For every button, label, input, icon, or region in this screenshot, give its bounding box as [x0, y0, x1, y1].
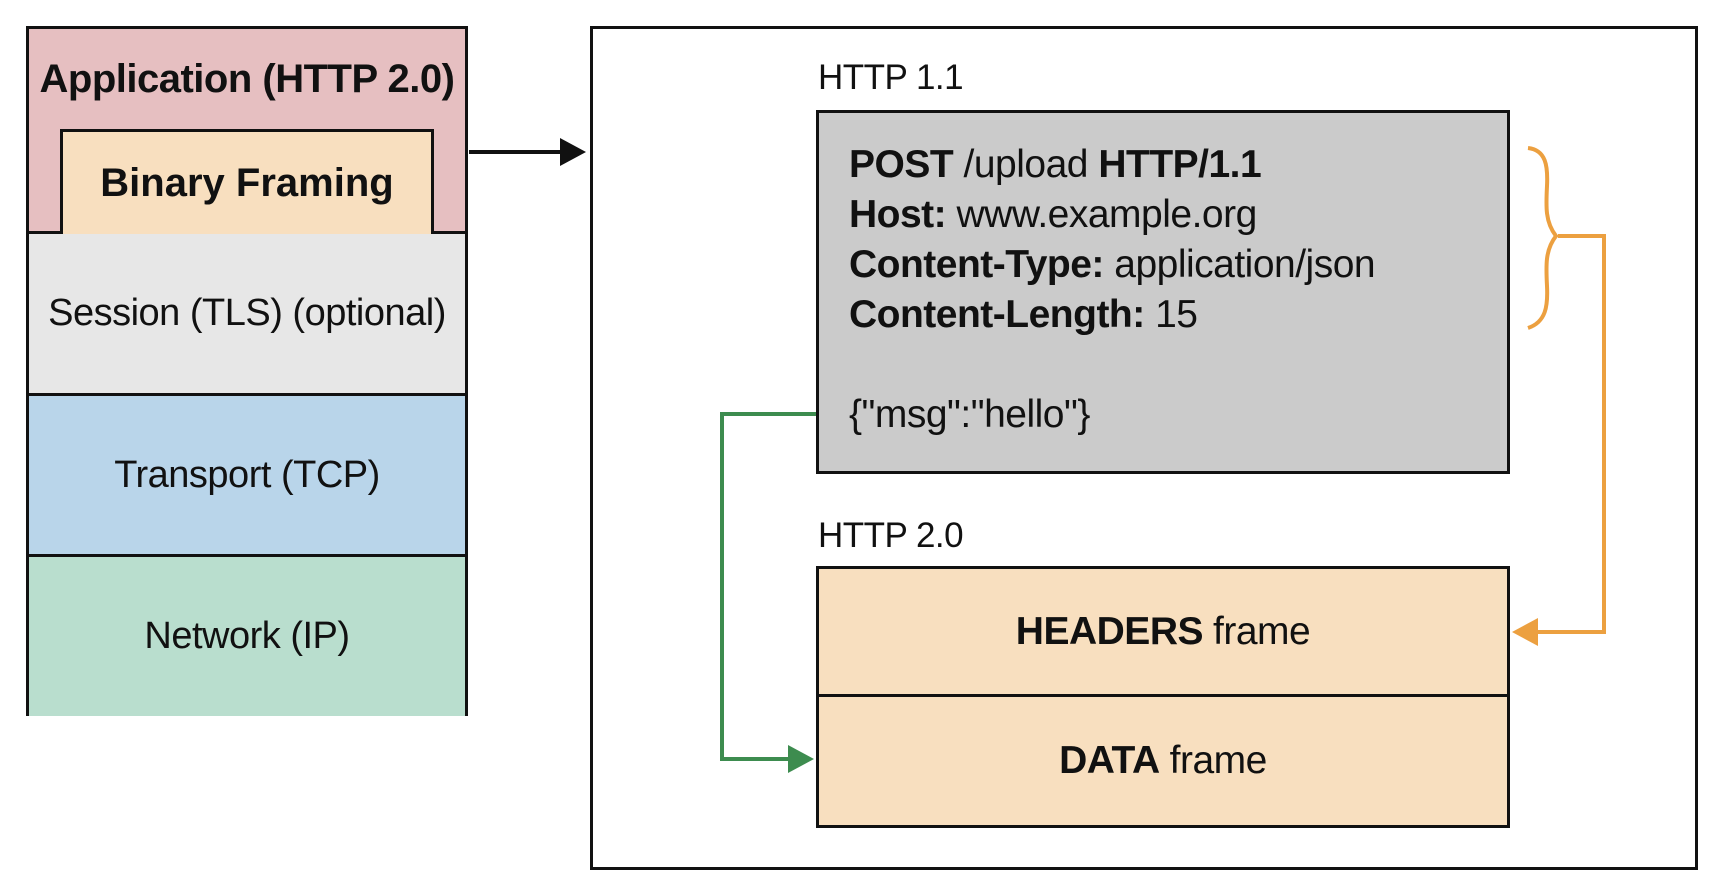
content-length-key: Content-Length:	[849, 293, 1145, 336]
http2-label: HTTP 2.0	[818, 516, 964, 555]
protocol-stack: Application (HTTP 2.0) Binary Framing Se…	[26, 26, 468, 716]
session-layer: Session (TLS) (optional)	[29, 234, 465, 396]
request-method: POST	[849, 143, 954, 186]
network-layer-label: Network (IP)	[144, 615, 350, 657]
host-header-value: www.example.org	[956, 193, 1258, 236]
transport-layer-label: Transport (TCP)	[114, 453, 380, 496]
headers-frame-type: HEADERS	[1015, 609, 1204, 653]
request-path: /upload	[963, 143, 1089, 186]
binary-framing-layer: Binary Framing	[60, 129, 434, 234]
detail-panel	[590, 26, 1698, 870]
request-line: POST /upload HTTP/1.1	[849, 143, 1262, 187]
session-layer-label: Session (TLS) (optional)	[48, 292, 446, 334]
host-header-key: Host:	[849, 193, 947, 236]
http11-request-box: POST /upload HTTP/1.1 Host: www.example.…	[816, 110, 1510, 474]
data-frame: DATA frame	[819, 697, 1507, 825]
binary-framing-label: Binary Framing	[100, 160, 394, 205]
http2-frames-box: HEADERS frame DATA frame	[816, 566, 1510, 828]
data-frame-suffix: frame	[1169, 739, 1268, 782]
request-version: HTTP/1.1	[1098, 143, 1262, 186]
request-body: {"msg":"hello"}	[849, 393, 1090, 436]
stack-to-panel-arrow	[469, 138, 586, 166]
headers-frame: HEADERS frame	[819, 569, 1507, 697]
content-length-value: 15	[1155, 293, 1198, 336]
data-frame-type: DATA	[1059, 739, 1160, 782]
headers-frame-suffix: frame	[1213, 609, 1311, 653]
content-type-key: Content-Type:	[849, 243, 1104, 286]
http11-label: HTTP 1.1	[818, 58, 964, 97]
application-layer-label: Application (HTTP 2.0)	[39, 57, 455, 101]
content-length-header: Content-Length: 15	[849, 293, 1198, 337]
content-type-header: Content-Type: application/json	[849, 243, 1376, 287]
content-type-value: application/json	[1114, 243, 1376, 286]
transport-layer: Transport (TCP)	[29, 396, 465, 557]
network-layer: Network (IP)	[29, 557, 465, 716]
host-header: Host: www.example.org	[849, 193, 1257, 237]
